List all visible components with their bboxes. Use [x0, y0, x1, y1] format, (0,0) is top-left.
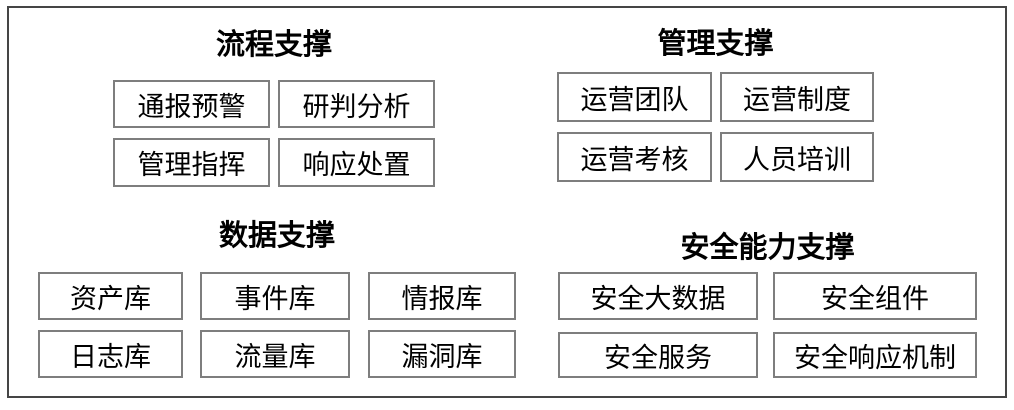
item-box-management-1: 运营团队 — [557, 72, 712, 122]
item-box-security-1: 安全大数据 — [558, 272, 758, 320]
item-box-data-6: 漏洞库 — [368, 330, 516, 378]
item-box-management-3: 运营考核 — [557, 132, 712, 182]
item-box-management-2: 运营制度 — [720, 72, 874, 122]
section-title-data-support: 数据支撑 — [218, 220, 335, 252]
item-box-data-3: 情报库 — [368, 272, 516, 320]
item-box-process-1: 通报预警 — [113, 80, 270, 128]
section-title-security-capability-support: 安全能力支撑 — [680, 232, 855, 264]
item-box-management-4: 人员培训 — [720, 132, 874, 182]
item-box-process-3: 管理指挥 — [113, 138, 270, 187]
item-box-data-1: 资产库 — [38, 272, 183, 320]
item-box-data-4: 日志库 — [38, 330, 183, 378]
item-box-security-4: 安全响应机制 — [773, 332, 977, 378]
item-box-data-2: 事件库 — [200, 272, 350, 320]
item-box-security-3: 安全服务 — [558, 332, 758, 378]
section-title-management-support: 管理支撑 — [657, 28, 774, 60]
item-box-process-2: 研判分析 — [278, 80, 435, 128]
item-box-security-2: 安全组件 — [773, 272, 977, 320]
item-box-process-4: 响应处置 — [278, 138, 435, 187]
item-box-data-5: 流量库 — [200, 330, 350, 378]
section-title-process-support: 流程支撑 — [215, 29, 332, 61]
